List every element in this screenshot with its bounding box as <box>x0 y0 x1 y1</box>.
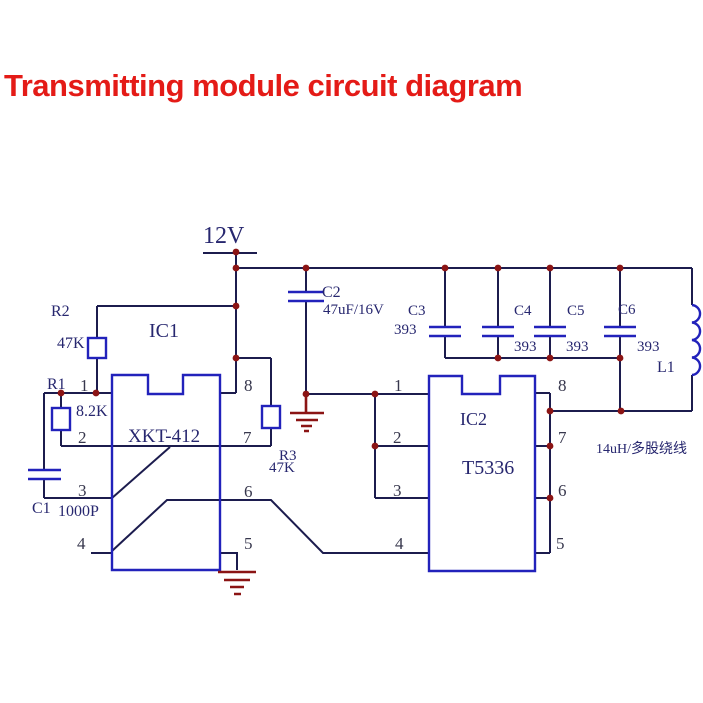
wire-ic1-pin5 <box>220 552 238 570</box>
ic1-pin2-label: 2 <box>78 428 87 447</box>
ic2-pin1-label: 1 <box>394 376 403 395</box>
c2-capacitor-symbol <box>288 290 324 303</box>
ic2-pin3-label: 3 <box>393 481 402 500</box>
c3-ref: C3 <box>408 303 426 319</box>
c5-value: 393 <box>566 339 589 355</box>
supply-voltage-label: 12V <box>203 223 245 249</box>
c1-ref: C1 <box>32 500 51 517</box>
ic1-pin6-label: 6 <box>244 482 253 501</box>
ic2-pin7-label: 7 <box>558 428 567 447</box>
ic2-pin6-label: 6 <box>558 481 567 500</box>
c1-capacitor-symbol <box>28 468 61 481</box>
ic2-pin5-label: 5 <box>556 534 565 553</box>
c3-value: 393 <box>394 322 417 338</box>
ic1-pin7-label: 7 <box>243 428 252 447</box>
ground-symbol-c2 <box>290 394 324 433</box>
r1-ref: R1 <box>47 376 66 393</box>
ic1-body <box>110 373 222 572</box>
ic2-pin8-label: 8 <box>558 376 567 395</box>
r2-ref: R2 <box>51 303 70 320</box>
wire-pin6-to-ic2pin4 <box>111 499 429 554</box>
l1-inductor-symbol <box>691 303 702 377</box>
r1-value: 8.2K <box>76 403 108 420</box>
junction-dot <box>546 494 554 502</box>
ic2-part-number: T5336 <box>462 457 515 479</box>
junction-dots <box>57 248 625 502</box>
r1-resistor-symbol <box>50 406 72 432</box>
ground-symbol-ic1 <box>218 570 256 596</box>
c5-ref: C5 <box>567 303 585 319</box>
l1-ref: L1 <box>657 359 675 376</box>
junction-dot <box>371 442 379 450</box>
junction-dot <box>494 354 502 362</box>
c4-capacitor-symbol <box>482 325 514 338</box>
ic1-part-number: XKT-412 <box>128 426 201 447</box>
c1-value: 1000P <box>58 503 99 520</box>
wire-ic2-right-pins <box>535 392 550 554</box>
c6-value: 393 <box>637 339 660 355</box>
r3-resistor-symbol <box>260 404 282 430</box>
c4-ref: C4 <box>514 303 532 319</box>
wire-r3-leads <box>236 357 272 446</box>
ic1-pin1-label: 1 <box>80 376 89 395</box>
junction-dot <box>494 264 502 272</box>
r2-value: 47K <box>57 335 85 352</box>
junction-dot <box>302 390 310 398</box>
junction-dot <box>546 442 554 450</box>
l1-value: 14uH/多股绕线 <box>596 442 687 457</box>
junction-dot <box>232 354 240 362</box>
junction-dot <box>371 390 379 398</box>
ic1-pin3-label: 3 <box>78 481 87 500</box>
grounds <box>218 394 324 596</box>
r3-ref: R3 <box>279 448 297 464</box>
junction-dot <box>232 264 240 272</box>
ic2-pin4-label: 4 <box>395 534 404 553</box>
wire-internal-diagonal-1 <box>111 446 171 499</box>
junction-dot <box>57 389 65 397</box>
wire-ic2-left-pins <box>375 393 429 499</box>
junction-dot <box>617 407 625 415</box>
ic2-body <box>427 374 537 573</box>
junction-dot <box>92 389 100 397</box>
junction-dot <box>441 264 449 272</box>
ic1-name: IC1 <box>149 320 179 342</box>
ic2-pin2-label: 2 <box>393 428 402 447</box>
junction-dot <box>546 407 554 415</box>
ic1-pin8-label: 8 <box>244 376 253 395</box>
junction-dot <box>616 264 624 272</box>
ic1-pin4-label: 4 <box>77 534 86 553</box>
r2-resistor-symbol <box>86 336 108 360</box>
c3-capacitor-symbol <box>429 325 461 338</box>
c6-ref: C6 <box>618 302 636 318</box>
c6-capacitor-symbol <box>604 325 636 338</box>
r3-value: 47K <box>269 460 295 476</box>
junction-dot <box>232 302 240 310</box>
ic1-pin5-label: 5 <box>244 534 253 553</box>
c5-capacitor-symbol <box>534 325 566 338</box>
page-title: Transmitting module circuit diagram <box>4 68 523 103</box>
junction-dot <box>546 354 554 362</box>
junction-dot <box>232 248 240 256</box>
ic2-name: IC2 <box>460 409 487 429</box>
c2-value: 47uF/16V <box>323 302 384 318</box>
component-symbols <box>28 290 702 573</box>
wires <box>43 252 693 570</box>
c4-value: 393 <box>514 339 537 355</box>
c2-ref: C2 <box>322 284 341 301</box>
junction-dot <box>302 264 310 272</box>
junction-dot <box>546 264 554 272</box>
junction-dot <box>616 354 624 362</box>
